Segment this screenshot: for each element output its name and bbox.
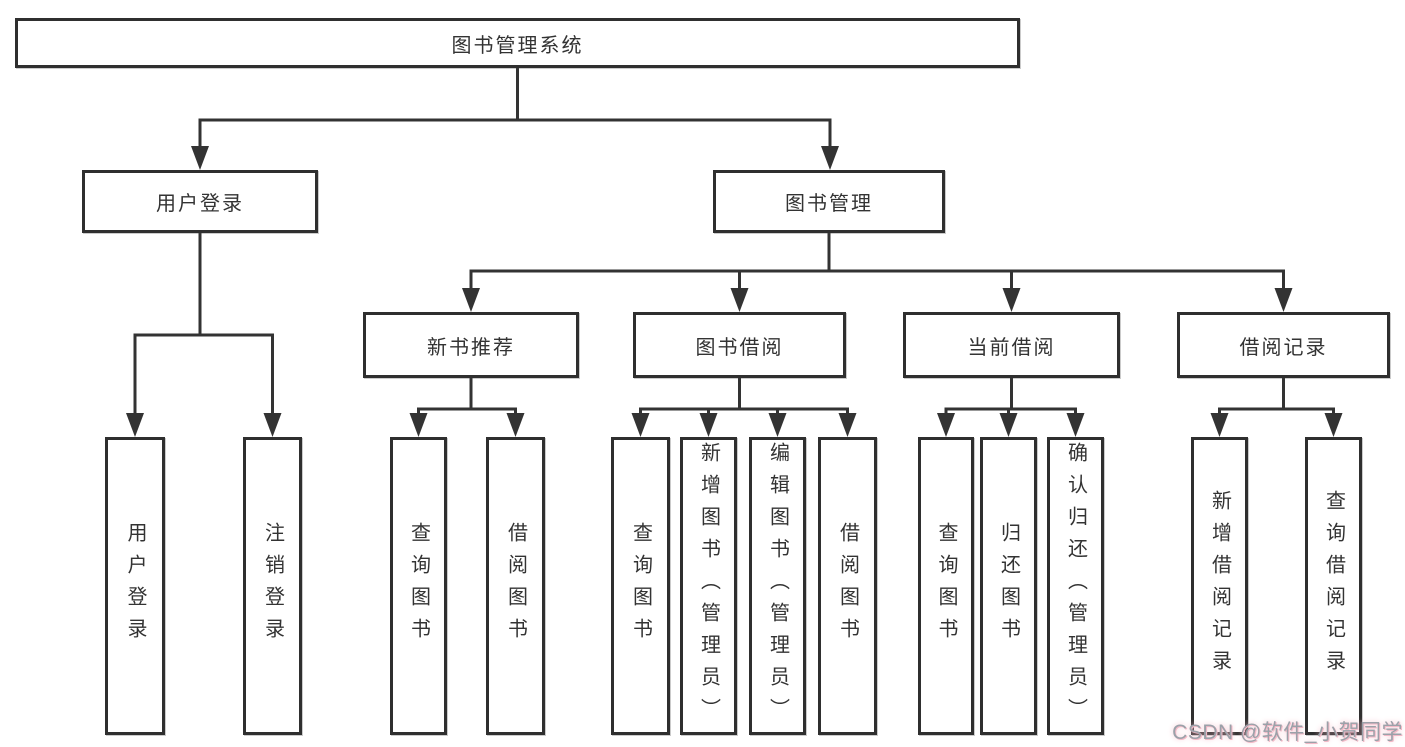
node-borrowing-records: 借阅记录 bbox=[1177, 312, 1390, 378]
leaf-label: 借阅图书 bbox=[504, 522, 527, 650]
leaf-label: 归还图书 bbox=[997, 522, 1020, 650]
leaf-borrow-add-books-admin: 新增图书（管理员） bbox=[680, 437, 737, 735]
arrow-down-icon bbox=[999, 413, 1018, 437]
leaf-label: 新增图书（管理员） bbox=[697, 442, 720, 730]
leaf-label: 查询图书 bbox=[935, 522, 957, 650]
leaf-recommend-query-books: 查询图书 bbox=[390, 437, 447, 735]
arrow-down-icon bbox=[937, 413, 955, 437]
arrow-down-icon bbox=[631, 413, 650, 437]
arrow-down-icon bbox=[838, 413, 857, 437]
leaf-current-confirm-return-admin: 确认归还（管理员） bbox=[1047, 437, 1104, 735]
arrow-down-icon bbox=[263, 413, 282, 437]
arrow-down-icon bbox=[126, 413, 144, 437]
leaf-borrow-edit-books-admin: 编辑图书（管理员） bbox=[749, 437, 806, 735]
arrow-down-icon bbox=[699, 413, 718, 437]
arrow-down-icon bbox=[409, 413, 428, 437]
node-root: 图书管理系统 bbox=[15, 18, 1020, 68]
arrow-down-icon bbox=[1210, 413, 1229, 437]
arrow-down-icon bbox=[506, 413, 525, 437]
leaf-borrow-borrow-books: 借阅图书 bbox=[818, 437, 877, 735]
leaf-recommend-borrow-books: 借阅图书 bbox=[486, 437, 545, 735]
leaf-logout-login: 注销登录 bbox=[243, 437, 302, 735]
arrow-down-icon bbox=[462, 288, 480, 312]
arrow-down-icon bbox=[1066, 413, 1085, 437]
node-user-login: 用户登录 bbox=[82, 170, 318, 233]
leaf-label: 确认归还（管理员） bbox=[1064, 442, 1087, 730]
leaf-borrow-query-books: 查询图书 bbox=[611, 437, 670, 735]
arrow-down-icon bbox=[191, 146, 209, 170]
leaf-label: 借阅图书 bbox=[836, 522, 859, 650]
leaf-current-return-books: 归还图书 bbox=[980, 437, 1037, 735]
leaf-label: 查询图书 bbox=[407, 522, 430, 650]
leaf-records-query-record: 查询借阅记录 bbox=[1305, 437, 1362, 735]
arrow-down-icon bbox=[821, 146, 839, 170]
leaf-label: 新增借阅记录 bbox=[1208, 490, 1231, 682]
arrow-down-icon bbox=[768, 413, 787, 437]
node-current-borrowing: 当前借阅 bbox=[903, 312, 1120, 378]
node-book-borrowing: 图书借阅 bbox=[633, 312, 846, 378]
leaf-records-add-record: 新增借阅记录 bbox=[1191, 437, 1248, 735]
leaf-label: 用户登录 bbox=[124, 522, 146, 650]
node-book-management: 图书管理 bbox=[713, 170, 945, 233]
csdn-watermark: CSDN @软件_小贺同学 bbox=[1172, 721, 1403, 744]
arrow-down-icon bbox=[1002, 288, 1021, 312]
arrow-down-icon bbox=[1324, 413, 1343, 437]
leaf-label: 注销登录 bbox=[261, 522, 284, 650]
arrow-down-icon bbox=[1274, 288, 1293, 312]
leaf-user-login: 用户登录 bbox=[105, 437, 165, 735]
node-new-book-recommend: 新书推荐 bbox=[363, 312, 579, 378]
arrow-down-icon bbox=[730, 288, 749, 312]
leaf-label: 编辑图书（管理员） bbox=[766, 442, 789, 730]
leaf-label: 查询借阅记录 bbox=[1322, 490, 1345, 682]
leaf-current-query-books: 查询图书 bbox=[918, 437, 974, 735]
leaf-label: 查询图书 bbox=[629, 522, 652, 650]
